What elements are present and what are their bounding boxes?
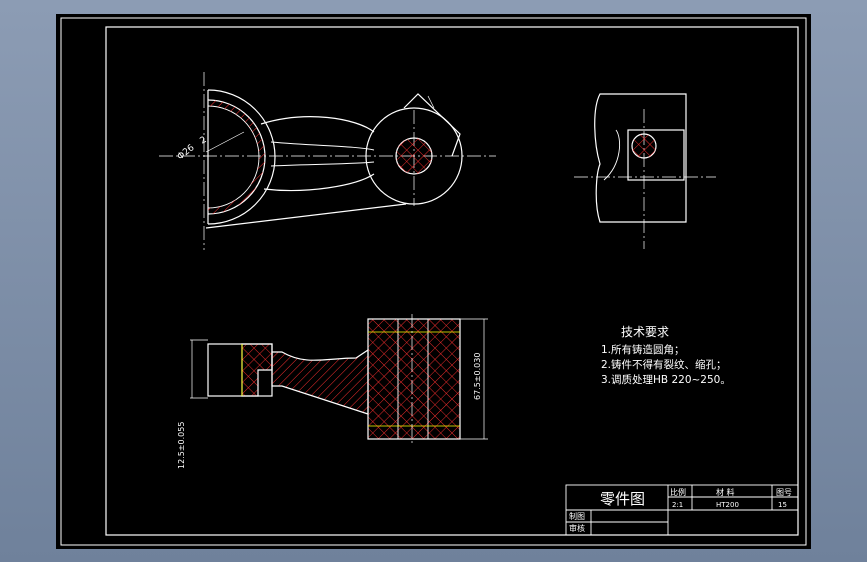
checked-by-label: 审核 <box>569 523 585 533</box>
tech-req-item: 3.调质处理HB 220~250。 <box>601 374 731 386</box>
drawing-no-header: 图号 <box>776 488 792 497</box>
dim-right-boss-height: 67.5±0.030 <box>473 353 482 400</box>
tech-req-item: 1.所有铸造圆角； <box>601 343 685 356</box>
scale-value: 2:1 <box>672 501 683 509</box>
dim-diameter-large: Φ26 <box>176 143 197 162</box>
tech-req-heading: 技术要求 <box>621 325 669 339</box>
section-view <box>190 314 488 446</box>
tech-req-item: 2.铸件不得有裂纹、缩孔； <box>601 358 727 371</box>
cad-viewport[interactable]: Φ26 2 12.5±0.055 67.5±0.030 <box>56 14 811 549</box>
scale-header: 比例 <box>670 487 686 497</box>
drawing-name: 零件图 <box>600 490 645 508</box>
dim-left-boss-height: 12.5±0.055 <box>177 422 186 469</box>
outer-frame <box>60 17 807 546</box>
engineering-drawing: Φ26 2 12.5±0.055 67.5±0.030 <box>60 17 807 546</box>
front-view <box>159 72 496 250</box>
title-block <box>565 484 799 536</box>
drawn-by-label: 制图 <box>569 511 585 521</box>
material-value: HT200 <box>716 501 739 509</box>
material-header: 材 料 <box>716 487 735 497</box>
inner-frame <box>105 26 799 536</box>
technical-requirements: 技术要求 1.所有铸造圆角； 2.铸件不得有裂纹、缩孔； 3.调质处理HB 22… <box>601 325 731 386</box>
dim-radius-small: 2 <box>199 135 209 147</box>
side-view <box>574 93 716 249</box>
drawing-no-value: 15 <box>778 501 787 509</box>
